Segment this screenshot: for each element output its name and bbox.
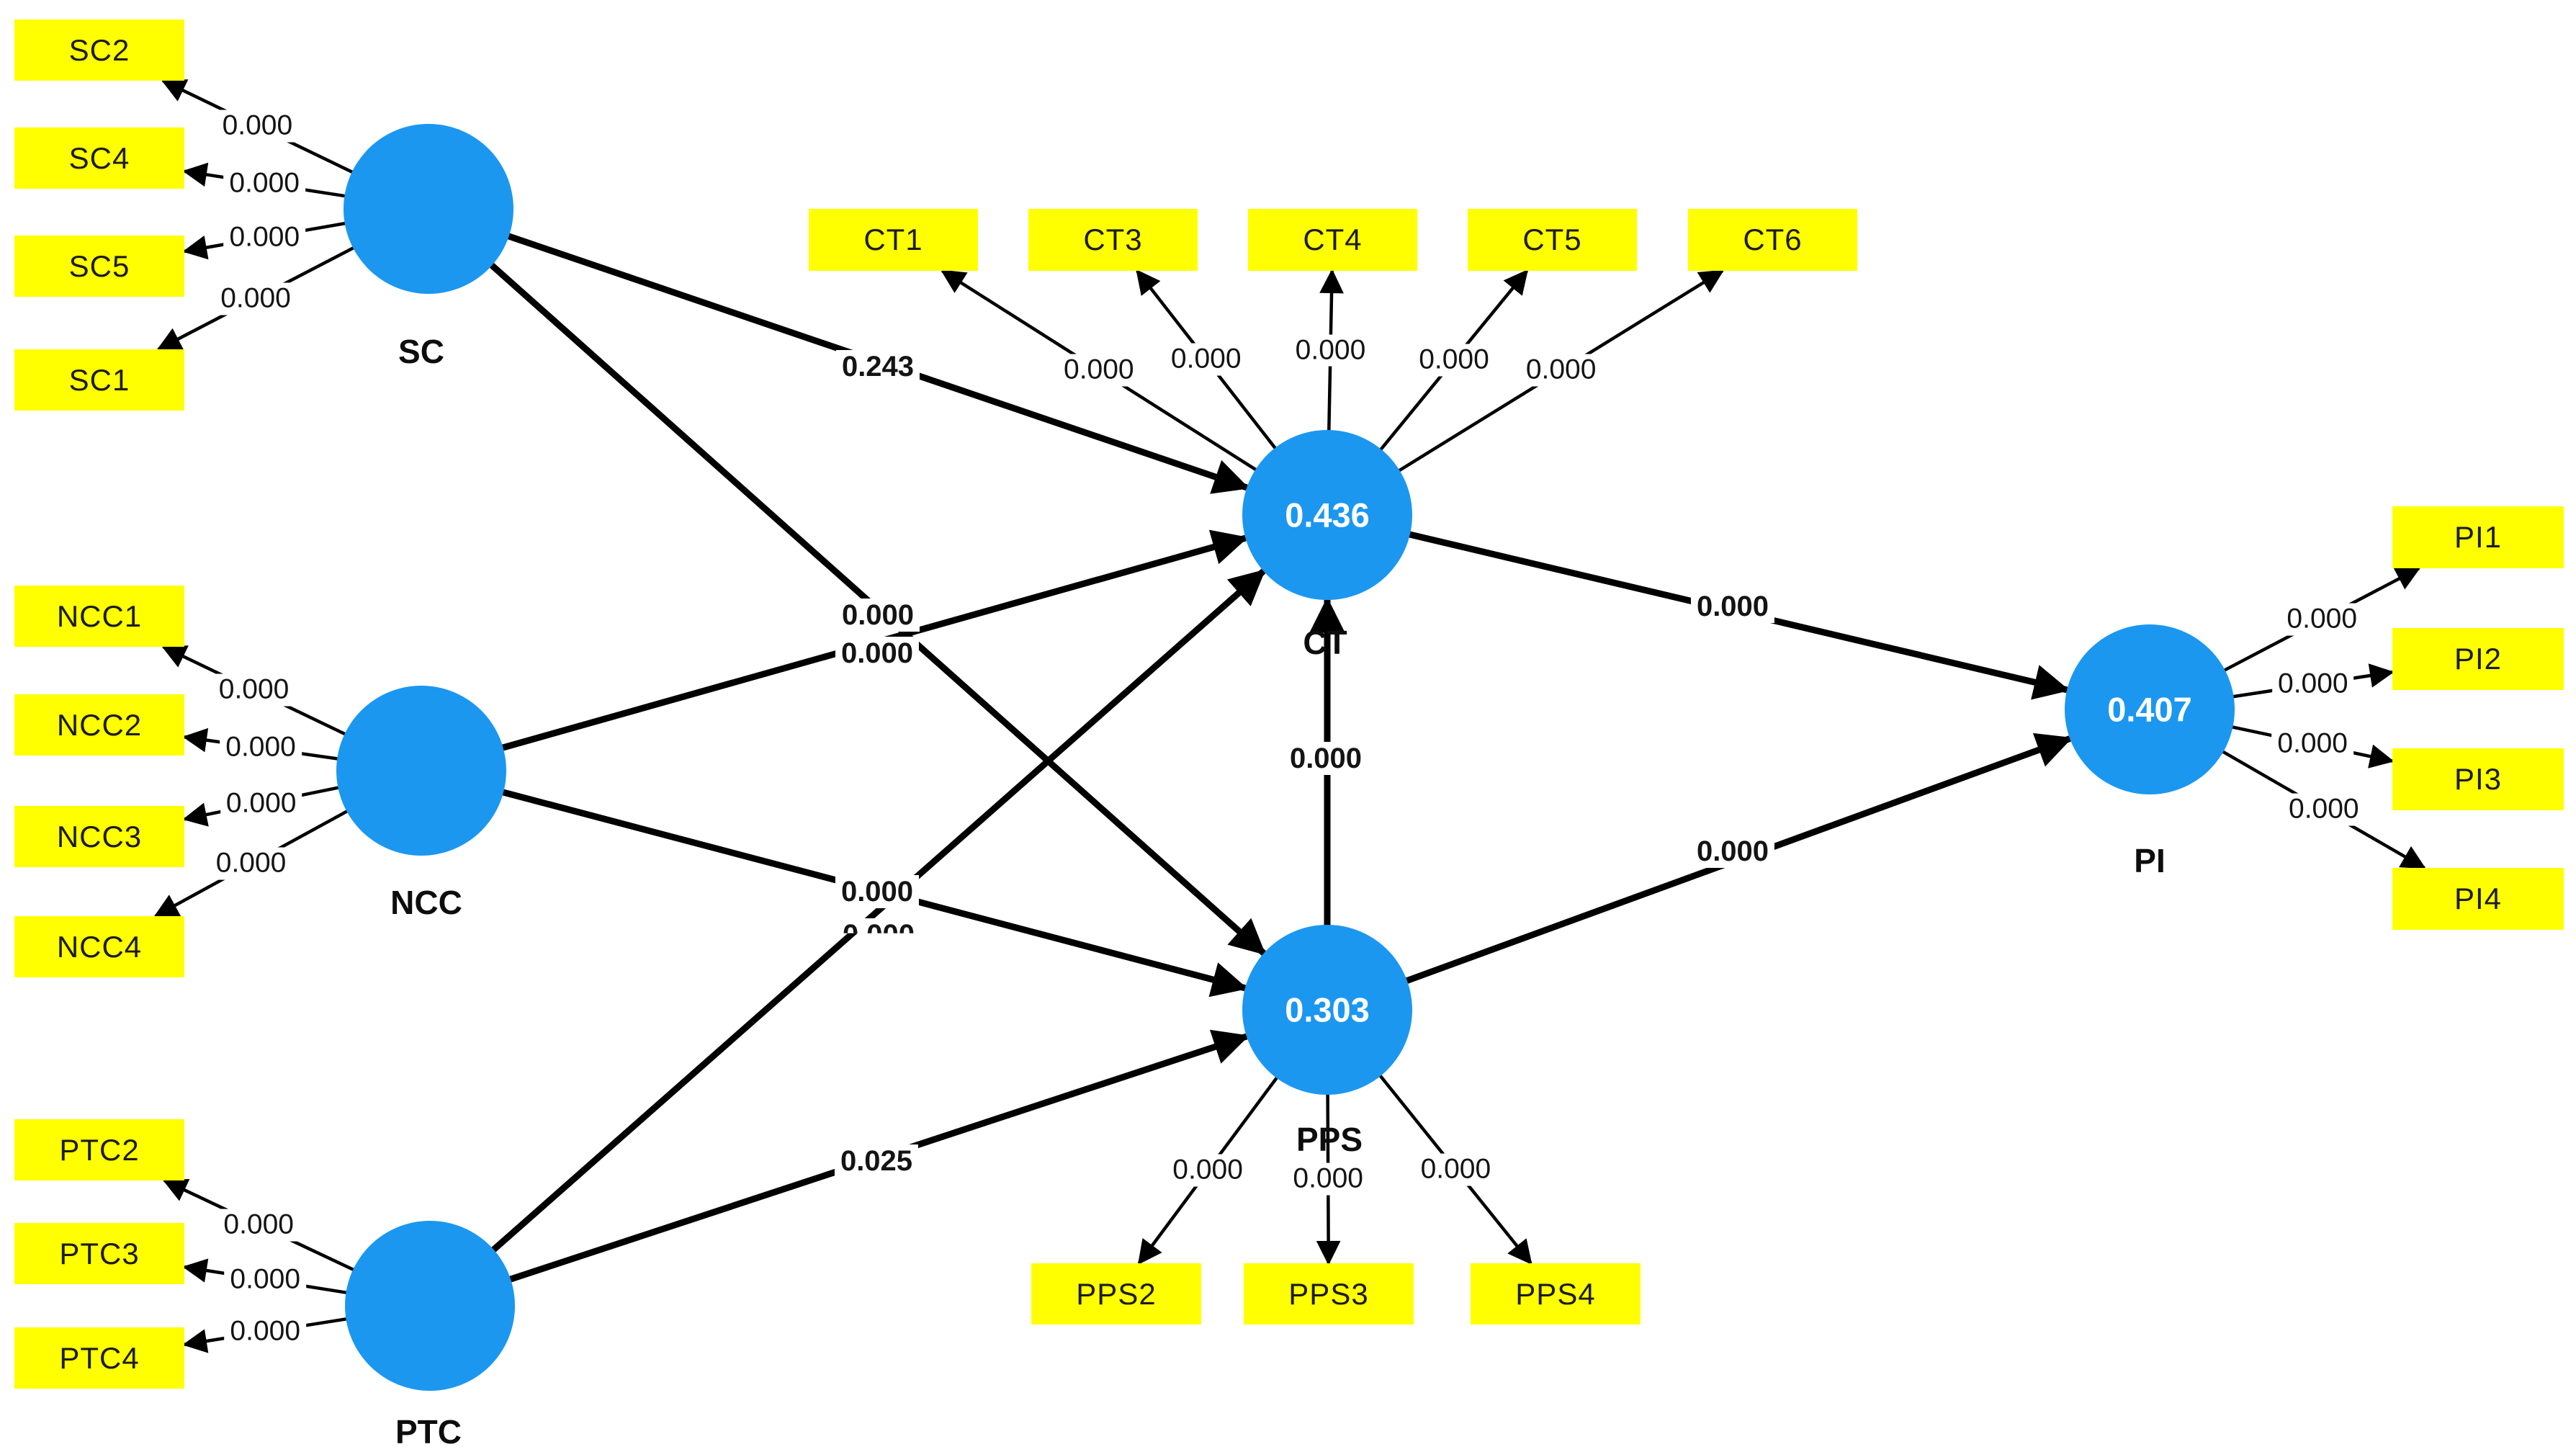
loading-label-PPS2: 0.000 <box>1167 1154 1249 1187</box>
indicator-box-NCC2[interactable]: NCC2 <box>14 694 184 756</box>
indicator-box-PTC3[interactable]: PTC3 <box>14 1223 184 1284</box>
indicator-box-NCC3[interactable]: NCC3 <box>14 806 184 867</box>
construct-value-PI: 0.407 <box>2107 690 2192 729</box>
loading-label-PI4: 0.000 <box>2283 794 2365 826</box>
construct-node-SC[interactable] <box>344 124 513 294</box>
path-arrow-NCC-PPS[interactable] <box>420 767 1248 998</box>
construct-node-PI[interactable] <box>2065 624 2235 794</box>
path-coef-SC-PPS: 0.000 <box>835 599 920 632</box>
path-arrow-PPS-PI[interactable] <box>1326 732 2073 1013</box>
loading-label-CT3: 0.000 <box>1164 343 1247 376</box>
construct-name-CT: CT <box>1303 624 1347 661</box>
loading-label-PTC2: 0.000 <box>217 1209 300 1242</box>
construct-name-PI: PI <box>2134 842 2166 879</box>
loading-label-NCC4: 0.000 <box>210 847 292 880</box>
loading-label-PI3: 0.000 <box>2271 727 2354 761</box>
loading-label-CT4: 0.000 <box>1289 334 1372 367</box>
indicator-box-SC2[interactable]: SC2 <box>14 19 184 81</box>
loading-label-PI2: 0.000 <box>2272 668 2354 701</box>
loading-label-NCC2: 0.000 <box>220 731 302 764</box>
construct-name-SC: SC <box>398 333 444 370</box>
indicator-box-PPS4[interactable]: PPS4 <box>1471 1263 1641 1325</box>
construct-node-CT[interactable] <box>1242 430 1412 600</box>
loading-label-CT6: 0.000 <box>1520 354 1602 387</box>
path-coef-NCC-PPS: 0.000 <box>835 875 920 908</box>
construct-node-NCC[interactable] <box>336 686 506 856</box>
indicator-box-CT3[interactable]: CT3 <box>1028 209 1198 271</box>
indicator-box-PTC4[interactable]: PTC4 <box>14 1327 184 1389</box>
loading-label-PPS4: 0.000 <box>1414 1153 1497 1186</box>
loading-label-PTC4: 0.000 <box>224 1315 307 1348</box>
path-coef-PPS-CT: 0.000 <box>1283 741 1368 775</box>
indicator-box-PPS2[interactable]: PPS2 <box>1031 1263 1201 1325</box>
path-coef-CT-PI: 0.000 <box>1690 590 1775 623</box>
construct-value-CT: 0.436 <box>1285 496 1370 534</box>
loading-label-SC1: 0.000 <box>215 282 297 315</box>
loading-label-SC5: 0.000 <box>223 221 306 254</box>
loading-label-PTC3: 0.000 <box>224 1263 307 1296</box>
path-coef-PTC-CT: 0.000 <box>836 918 921 933</box>
path-coef-NCC-CT: 0.000 <box>835 636 920 670</box>
indicator-box-CT4[interactable]: CT4 <box>1248 209 1417 271</box>
indicator-box-PI1[interactable]: PI1 <box>2392 506 2564 568</box>
indicator-box-NCC4[interactable]: NCC4 <box>14 916 184 977</box>
construct-node-PPS[interactable] <box>1242 925 1412 1095</box>
indicator-box-CT1[interactable]: CT1 <box>809 209 978 271</box>
construct-node-PTC[interactable] <box>345 1221 515 1391</box>
loading-label-NCC1: 0.000 <box>212 674 295 707</box>
indicator-box-SC5[interactable]: SC5 <box>14 236 184 297</box>
path-arrow-PTC-CT[interactable] <box>428 568 1266 1309</box>
indicator-box-PI3[interactable]: PI3 <box>2392 748 2564 810</box>
construct-name-PTC: PTC <box>395 1413 462 1451</box>
path-coef-PPS-PI: 0.000 <box>1690 834 1775 868</box>
indicator-box-NCC1[interactable]: NCC1 <box>14 586 184 647</box>
indicator-box-SC4[interactable]: SC4 <box>14 127 184 189</box>
construct-name-NCC: NCC <box>390 884 462 921</box>
path-coef-PTC-PPS: 0.025 <box>834 1144 919 1178</box>
construct-value-PPS: 0.303 <box>1285 990 1370 1029</box>
loading-label-NCC3: 0.000 <box>220 787 302 820</box>
indicator-box-PTC2[interactable]: PTC2 <box>14 1119 184 1180</box>
loading-label-SC2: 0.000 <box>216 109 299 143</box>
indicator-box-PI4[interactable]: PI4 <box>2392 868 2564 930</box>
construct-name-PPS: PPS <box>1296 1121 1363 1158</box>
path-arrow-SC-CT[interactable] <box>427 205 1250 494</box>
indicator-box-CT5[interactable]: CT5 <box>1468 209 1637 271</box>
loading-label-CT1: 0.000 <box>1058 354 1140 387</box>
indicator-box-PI2[interactable]: PI2 <box>2392 628 2564 690</box>
path-arrow-NCC-CT[interactable] <box>420 529 1249 774</box>
loading-label-SC4: 0.000 <box>223 167 305 200</box>
indicator-box-CT6[interactable]: CT6 <box>1688 209 1857 271</box>
loading-label-PPS3: 0.000 <box>1287 1162 1369 1196</box>
indicator-box-PPS3[interactable]: PPS3 <box>1244 1263 1414 1325</box>
loading-label-PI1: 0.000 <box>2281 603 2364 636</box>
path-arrow-SC-PPS[interactable] <box>426 206 1266 956</box>
indicator-box-SC1[interactable]: SC1 <box>14 349 184 411</box>
path-coef-SC-CT: 0.243 <box>835 349 920 383</box>
loading-label-CT5: 0.000 <box>1413 344 1495 377</box>
